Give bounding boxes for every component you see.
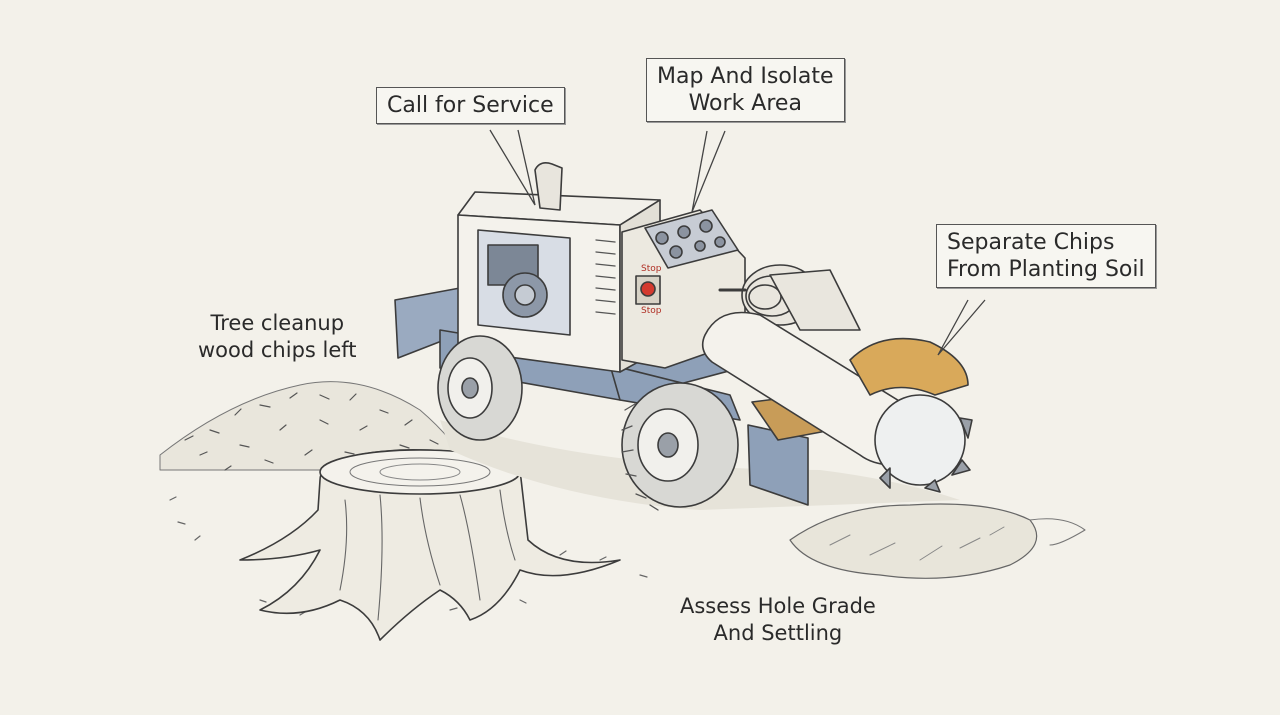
callout-text-line-2: From Planting Soil xyxy=(947,257,1145,282)
rear-wheel xyxy=(437,335,523,441)
label-line-1: Tree cleanup xyxy=(210,311,345,335)
callout-separate-chips: Separate Chips From Planting Soil xyxy=(936,224,1156,288)
callout-text: Call for Service xyxy=(387,93,554,118)
callout-call-for-service: Call for Service xyxy=(376,87,565,124)
callout-text-line-2: Work Area xyxy=(688,91,802,116)
ground-hole xyxy=(789,503,1086,579)
callout-map-isolate: Map And Isolate Work Area xyxy=(646,58,845,122)
callout-text-line-1: Separate Chips xyxy=(947,230,1115,255)
label-line-2: And Settling xyxy=(713,621,843,645)
front-wheel xyxy=(621,382,739,511)
label-assess-hole: Assess Hole Grade And Settling xyxy=(680,593,876,647)
callout-text-line-1: Map And Isolate xyxy=(657,64,834,89)
label-line-1: Assess Hole Grade xyxy=(680,594,876,618)
label-line-2: wood chips left xyxy=(198,338,357,362)
stop-label-bottom: Stop xyxy=(641,306,662,316)
cutter-wheel xyxy=(849,337,973,493)
callout-pointers xyxy=(489,129,986,356)
stop-label-top: Stop xyxy=(641,264,662,274)
label-tree-cleanup: Tree cleanup wood chips left xyxy=(198,310,357,364)
